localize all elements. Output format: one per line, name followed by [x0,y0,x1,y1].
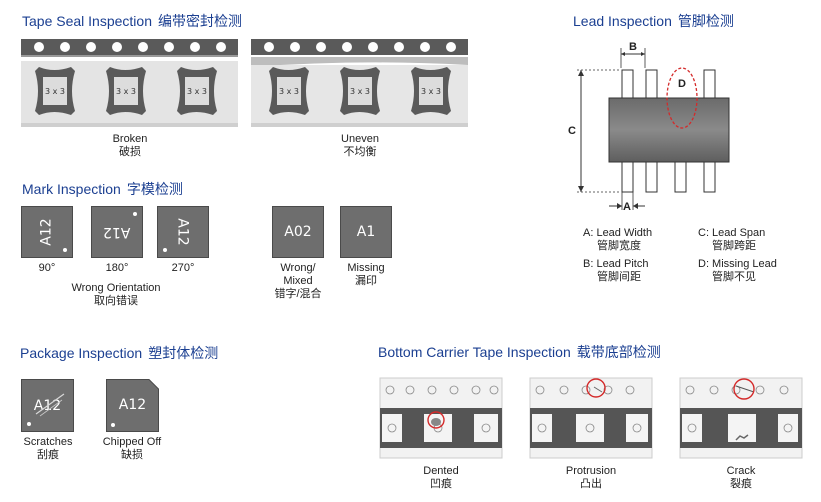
bottom-crack-image [679,377,803,459]
chip-scratches: A12 [21,379,74,432]
scratch-mark [35,393,65,417]
pocket-label-4: 3 x 3 [279,87,299,96]
legend-lead-width: A: Lead Width 管脚宽度 [583,227,653,252]
caption-wrong-orientation: Wrong Orientation 取向错误 [71,282,161,307]
chip-rot-180: A12 [91,206,143,258]
tape-seal-title: Tape Seal Inspection 编带密封检测 [22,11,242,31]
caption-scratches: Scratches 刮痕 [23,436,73,461]
pocket-label-1: 3 x 3 [45,87,65,96]
dim-d-label: D [678,78,686,90]
pocket-label-3: 3 x 3 [187,87,207,96]
mark-title-en: Mark Inspection [22,181,121,197]
legend-missing-lead: D: Missing Lead 管脚不见 [698,258,777,283]
chip-chipped-off [106,379,159,432]
bottom-title: Bottom Carrier Tape Inspection 载带底部检测 [378,342,661,362]
pocket-label-6: 3 x 3 [421,87,441,96]
pocket-label-2: 3 x 3 [116,87,136,96]
label-rot-270: 270° [171,262,195,274]
caption-missing: Missing 漏印 [347,262,385,287]
tape-uneven-image: 3 x 3 3 x 3 3 x 3 [251,39,468,127]
lead-title-cn: 管脚检测 [677,13,734,29]
chip-rot-90: A12 [21,206,73,258]
package-title-cn: 塑封体检测 [148,345,219,361]
caption-crack: Crack 裂痕 [726,465,756,490]
lead-title: Lead Inspection 管脚检测 [573,11,734,31]
package-title: Package Inspection 塑封体检测 [20,343,218,363]
caption-chipped-off: Chipped Off 缺损 [102,436,162,461]
caption-wrong-mixed: Wrong/ Mixed 错字/混合 [274,262,322,300]
bottom-dented-image [379,377,503,459]
legend-lead-span: C: Lead Span 管脚跨距 [698,227,766,252]
bottom-title-cn: 载带底部检测 [576,344,661,360]
dim-c-label: C [568,125,576,137]
chip-chipped-text: A12 [118,397,147,413]
bottom-protrusion-image [529,377,653,459]
caption-protrusion: Protrusion 凸出 [565,465,617,490]
tape-seal-title-en: Tape Seal Inspection [22,13,152,29]
package-title-en: Package Inspection [20,345,143,361]
mark-title: Mark Inspection 字模检测 [22,179,183,199]
caption-dented: Dented 凹痕 [423,465,459,490]
legend-lead-pitch: B: Lead Pitch 管脚间距 [583,258,649,283]
lead-diagram: B D C A [568,41,730,213]
tape-seal-title-cn: 编带密封检测 [157,13,242,29]
mark-title-cn: 字模检测 [126,181,183,197]
caption-broken: Broken 破损 [112,133,148,158]
label-rot-90: 90° [38,262,56,274]
chip-missing: A1 [340,206,392,258]
bottom-title-en: Bottom Carrier Tape Inspection [378,344,571,360]
pocket-label-5: 3 x 3 [350,87,370,96]
tape-broken-image: 3 x 3 3 x 3 3 x 3 [21,39,238,127]
label-rot-180: 180° [105,262,129,274]
dim-b-label: B [629,41,637,53]
dim-a-label: A [623,201,631,213]
chip-rot-270: A12 [157,206,209,258]
caption-uneven: Uneven 不均衡 [341,133,379,158]
lead-title-en: Lead Inspection [573,13,672,29]
chip-wrong-mixed: A02 [272,206,324,258]
